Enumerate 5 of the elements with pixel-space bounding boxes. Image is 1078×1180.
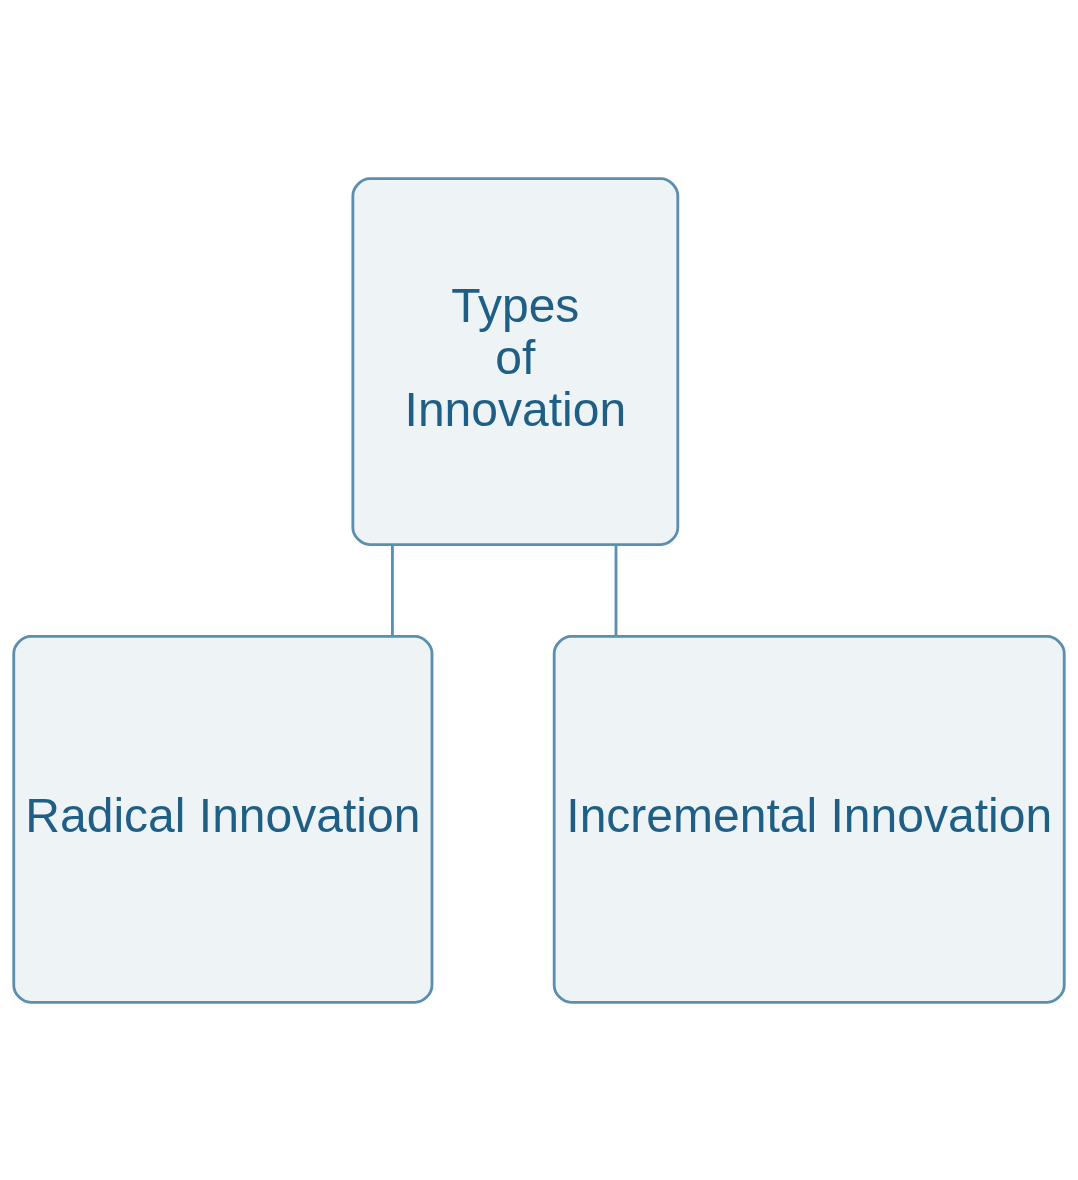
node-box: Incremental Innovation bbox=[552, 634, 1066, 1004]
connector bbox=[391, 544, 394, 636]
connector bbox=[614, 544, 618, 636]
node-box: Types of Innovation bbox=[351, 176, 680, 546]
node-box: Radical Innovation bbox=[12, 634, 434, 1004]
